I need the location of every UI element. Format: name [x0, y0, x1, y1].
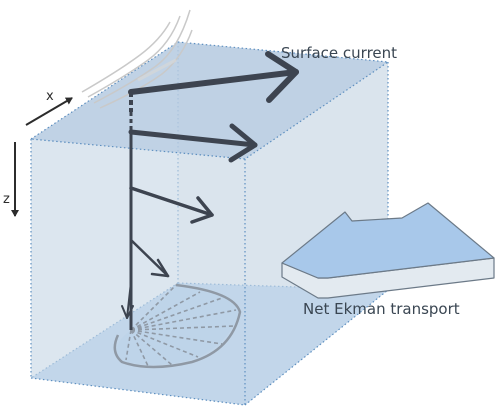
- cube-front-right-face: [245, 62, 388, 405]
- surface-current-label: Surface current: [281, 44, 397, 62]
- cube-edges: [29, 41, 390, 406]
- transport-arrow-top: [281, 202, 495, 279]
- net-transport-label: Net Ekman transport: [303, 300, 460, 318]
- z-axis: z: [3, 142, 19, 217]
- arrow-icon: [121, 51, 299, 319]
- wind-direction-arrow: [137, 58, 177, 82]
- cube-front-left-face: [31, 139, 245, 405]
- x-axis-label: x: [46, 89, 54, 104]
- wind-icon: [81, 9, 193, 109]
- x-axis: x: [25, 89, 73, 126]
- z-axis-label: z: [3, 192, 10, 207]
- net-transport-arrow: [281, 202, 495, 299]
